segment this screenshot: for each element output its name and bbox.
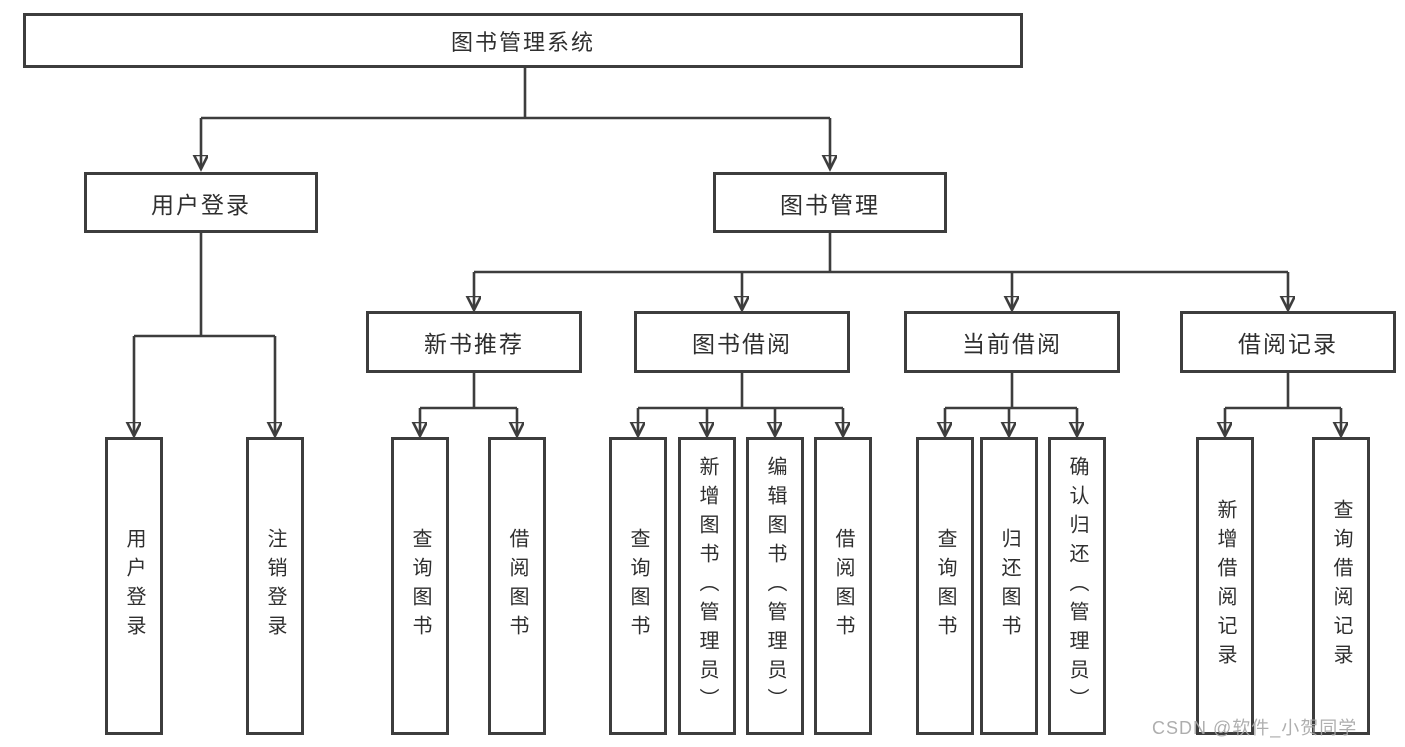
leaf-newbooks-query-label: 查询图书: [409, 528, 431, 644]
node-borrow-records-label: 借阅记录: [1238, 331, 1338, 357]
leaf-current-confirm-admin: 确认归还（管理员）: [1048, 437, 1106, 735]
leaf-borrow-add-admin: 新增图书（管理员）: [678, 437, 736, 735]
node-new-books-label: 新书推荐: [424, 331, 524, 357]
node-book-borrow: 图书借阅: [634, 311, 850, 373]
leaf-current-query-label: 查询图书: [934, 528, 956, 644]
csdn-watermark: CSDN @软件_小贺同学: [1152, 718, 1358, 738]
leaf-records-query: 查询借阅记录: [1312, 437, 1370, 735]
leaf-newbooks-borrow-label: 借阅图书: [506, 528, 528, 644]
leaf-borrow-query: 查询图书: [609, 437, 667, 735]
leaf-borrow-borrow: 借阅图书: [814, 437, 872, 735]
leaf-logout-label: 注销登录: [264, 528, 286, 644]
leaf-records-add-label: 新增借阅记录: [1214, 499, 1236, 673]
leaf-newbooks-query: 查询图书: [391, 437, 449, 735]
node-user-login-label: 用户登录: [151, 191, 251, 218]
node-user-login: 用户登录: [84, 172, 318, 233]
leaf-current-return-label: 归还图书: [998, 528, 1020, 644]
node-book-mgmt: 图书管理: [713, 172, 947, 233]
leaf-user-login: 用户登录: [105, 437, 163, 735]
connector-root-branch: [201, 68, 830, 120]
leaf-logout: 注销登录: [246, 437, 304, 735]
node-root: 图书管理系统: [23, 13, 1023, 68]
leaf-newbooks-borrow: 借阅图书: [488, 437, 546, 735]
leaf-records-add: 新增借阅记录: [1196, 437, 1254, 735]
connector-current-borrow-branch: [945, 373, 1077, 410]
leaf-records-query-label: 查询借阅记录: [1330, 499, 1352, 673]
leaf-current-query: 查询图书: [916, 437, 974, 735]
leaf-current-confirm-admin-label: 确认归还（管理员）: [1066, 455, 1088, 717]
node-root-label: 图书管理系统: [450, 29, 595, 55]
leaf-borrow-edit-admin-label: 编辑图书（管理员）: [764, 455, 786, 717]
node-current-borrow: 当前借阅: [904, 311, 1120, 373]
leaf-borrow-query-label: 查询图书: [627, 528, 649, 644]
leaf-borrow-add-admin-label: 新增图书（管理员）: [696, 455, 718, 717]
leaf-borrow-borrow-label: 借阅图书: [832, 528, 854, 644]
connector-user-login-branch: [134, 233, 275, 338]
connector-book-mgmt-branch: [474, 233, 1288, 274]
connector-book-borrow-branch: [638, 373, 843, 410]
leaf-user-login-label: 用户登录: [123, 528, 145, 644]
leaf-current-return: 归还图书: [980, 437, 1038, 735]
node-book-mgmt-label: 图书管理: [780, 191, 880, 218]
node-borrow-records: 借阅记录: [1180, 311, 1396, 373]
node-book-borrow-label: 图书借阅: [692, 331, 792, 357]
node-current-borrow-label: 当前借阅: [962, 331, 1062, 357]
connector-borrow-records-branch: [1225, 373, 1341, 410]
leaf-borrow-edit-admin: 编辑图书（管理员）: [746, 437, 804, 735]
node-new-books: 新书推荐: [366, 311, 582, 373]
connector-new-books-branch: [420, 373, 517, 410]
